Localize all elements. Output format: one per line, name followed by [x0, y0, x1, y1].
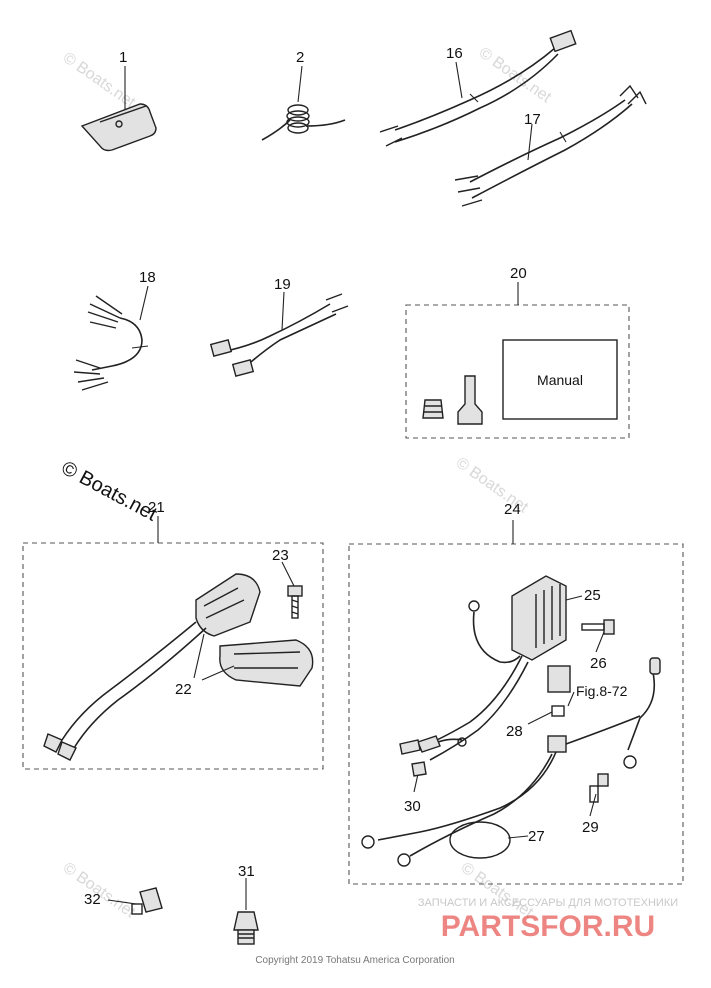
callout-21: 21	[148, 499, 165, 516]
callout-23: 23	[272, 547, 289, 564]
callout-16: 16	[446, 45, 463, 62]
part-31-fitting[interactable]	[233, 878, 259, 945]
part-22-coils[interactable]	[43, 573, 314, 761]
kit-21-boundary	[22, 542, 324, 770]
part-26-bolt[interactable]	[581, 619, 615, 653]
callout-17: 17	[524, 111, 541, 128]
callout-32: 32	[84, 891, 101, 908]
part-16-harness[interactable]	[379, 29, 577, 147]
callout-24: 24	[504, 501, 521, 518]
manual-book	[502, 339, 618, 420]
watermark-main: © Boats.net	[58, 457, 161, 526]
callout-18: 18	[139, 269, 156, 286]
part-19-harness[interactable]	[209, 291, 349, 377]
callout-28: 28	[506, 723, 523, 740]
part-32-spacer[interactable]	[107, 887, 163, 915]
part-1-pouch[interactable]	[80, 66, 157, 152]
manual-label: Manual	[537, 372, 583, 388]
shop-tagline: ЗАПЧАСТИ И АКСЕССУАРЫ ДЛЯ МОТОТЕХНИКИ	[418, 897, 678, 909]
callout-26: 26	[590, 655, 607, 672]
part-30-plug[interactable]	[411, 761, 427, 793]
part-21-kit[interactable]	[22, 516, 324, 770]
callout-29: 29	[582, 819, 599, 836]
callout-22: 22	[175, 681, 192, 698]
part-2-spring[interactable]	[261, 65, 346, 141]
part-20-kit[interactable]	[405, 282, 630, 439]
part-23-bolt[interactable]	[281, 561, 303, 619]
part-18-harness[interactable]	[73, 285, 149, 391]
callout-25: 25	[584, 587, 601, 604]
callout-19: 19	[274, 276, 291, 293]
fig-reference: Fig.8-72	[576, 683, 628, 699]
callout-31: 31	[238, 863, 255, 880]
part-29-bolt[interactable]	[589, 773, 609, 817]
kit-24-boundary	[348, 543, 684, 885]
part-24-kit[interactable]	[348, 520, 684, 885]
callout-1: 1	[119, 49, 127, 66]
callout-27: 27	[528, 828, 545, 845]
shop-logo: PARTSFOR.RU	[441, 910, 655, 943]
callout-30: 30	[404, 798, 421, 815]
callout-20: 20	[510, 265, 527, 282]
callout-2: 2	[296, 49, 304, 66]
part-27-harness[interactable]	[361, 657, 661, 867]
part-28-relay[interactable]	[527, 665, 571, 725]
watermark-2: © Boats.net	[476, 44, 555, 106]
copyright: Copyright 2019 Tohatsu America Corporati…	[255, 955, 454, 966]
part-17-harness[interactable]	[454, 84, 647, 207]
